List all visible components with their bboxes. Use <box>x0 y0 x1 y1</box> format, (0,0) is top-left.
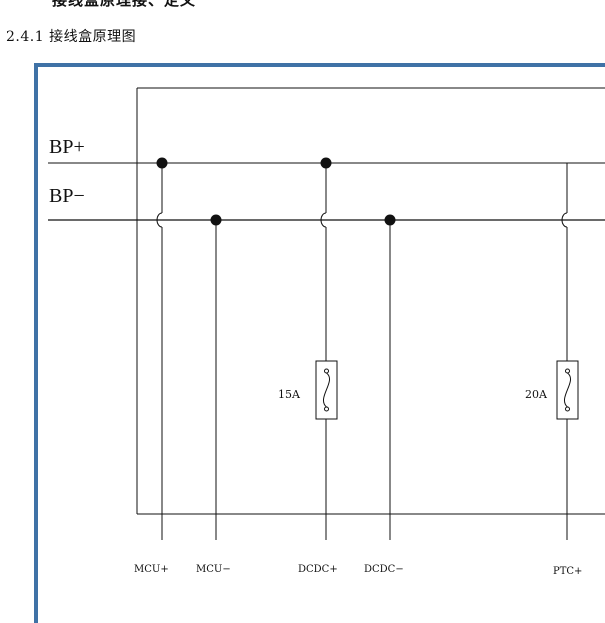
figure-frame <box>34 63 605 623</box>
mcu-positive-wire <box>156 163 163 540</box>
dcdc-positive-wire <box>320 163 327 540</box>
fuse-20a <box>556 360 579 420</box>
dcdc-negative-junction <box>384 214 396 226</box>
section-title: 2.4.1 接线盒原理图 <box>6 29 137 45</box>
dcdc-positive-junction <box>320 157 332 169</box>
terminal-label-ptc-positive: PTC+ <box>553 566 582 577</box>
fuse-15a <box>315 360 338 420</box>
terminal-label-dcdc-positive: DCDC+ <box>298 564 338 575</box>
fuse-15a-label: 15A <box>278 388 301 401</box>
wiring-schematic: BP+ BP− 15A 20A M <box>48 87 605 577</box>
mcu-positive-junction <box>156 157 168 169</box>
terminal-label-dcdc-negative: DCDC− <box>364 564 404 575</box>
junction-box-outline <box>136 87 605 515</box>
bp-positive-label: BP+ <box>49 136 85 158</box>
terminal-label-mcu-negative: MCU− <box>196 564 231 575</box>
document-heading: 接线盒原理接、定义 <box>52 0 197 9</box>
bp-negative-label: BP− <box>49 185 85 207</box>
mcu-negative-junction <box>210 214 222 226</box>
terminal-label-mcu-positive: MCU+ <box>134 564 169 575</box>
ptc-positive-wire <box>561 163 568 540</box>
fuse-20a-label: 20A <box>525 388 548 401</box>
